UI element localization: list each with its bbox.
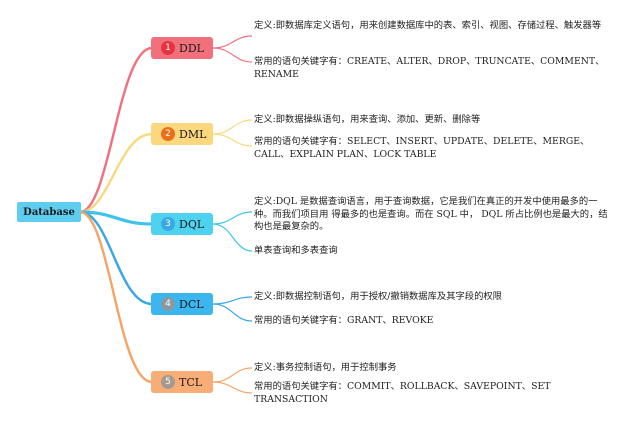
dql-query-types: 单表查询和多表查询 <box>254 245 338 256</box>
branch-dql-number-badge: 3 <box>161 217 175 231</box>
branch-dcl-number-badge: 4 <box>161 297 175 311</box>
dcl-definition: 定义:即数据控制语句，用于授权/撤销数据库及其字段的权限 <box>254 291 502 302</box>
tcl-definition: 定义:事务控制语句，用于控制事务 <box>254 362 397 373</box>
branch-tcl[interactable]: 5 TCL <box>151 371 213 393</box>
branch-ddl-number-badge: 1 <box>161 41 175 55</box>
ddl-keywords: 常用的语句关键字有：CREATE、ALTER、DROP、TRUNCATE、COM… <box>254 56 605 80</box>
bracket-dml <box>212 119 253 147</box>
branch-dql-label: DQL <box>179 217 205 231</box>
bracket-tcl <box>212 367 253 394</box>
branch-ddl-label: DDL <box>179 41 204 55</box>
dml-definition: 定义:即数据操纵语句，用来查询、添加、更新、删除等 <box>254 114 481 125</box>
link-dql <box>79 210 153 226</box>
link-dcl <box>79 210 153 306</box>
branch-dml-label: DML <box>179 127 207 141</box>
bracket-ddl <box>212 35 253 63</box>
bracket-dcl <box>212 296 253 322</box>
branch-dql[interactable]: 3 DQL <box>151 213 213 235</box>
tcl-keywords: 常用的语句关键字有：COMMIT、ROLLBACK、SAVEPOINT、SET … <box>254 381 551 405</box>
branch-tcl-number-badge: 5 <box>161 375 175 389</box>
branch-dml-number-badge: 2 <box>161 127 175 141</box>
root-node[interactable]: Database <box>17 202 81 222</box>
branch-dcl-label: DCL <box>179 297 204 311</box>
branch-dcl[interactable]: 4 DCL <box>151 293 213 315</box>
branch-tcl-label: TCL <box>179 375 203 389</box>
link-dml <box>79 132 153 214</box>
dcl-keywords: 常用的语句关键字有：GRANT、REVOKE <box>254 315 434 326</box>
ddl-definition: 定义:即数据库定义语句，用来创建数据库中的表、索引、视图、存储过程、触发器等 <box>254 20 602 31</box>
dml-keywords: 常用的语句关键字有：SELECT、INSERT、UPDATE、DELETE、ME… <box>254 136 590 160</box>
dql-definition: 定义:DQL 是数据查询语言，用于查询数据，它是我们在真正的开发中使用最多的一种… <box>254 196 608 232</box>
link-ddl <box>79 46 153 214</box>
branch-dml[interactable]: 2 DML <box>151 123 213 145</box>
bracket-dql <box>212 211 253 252</box>
branch-ddl[interactable]: 1 DDL <box>151 37 213 59</box>
link-tcl <box>79 210 153 384</box>
root-label: Database <box>23 206 75 218</box>
